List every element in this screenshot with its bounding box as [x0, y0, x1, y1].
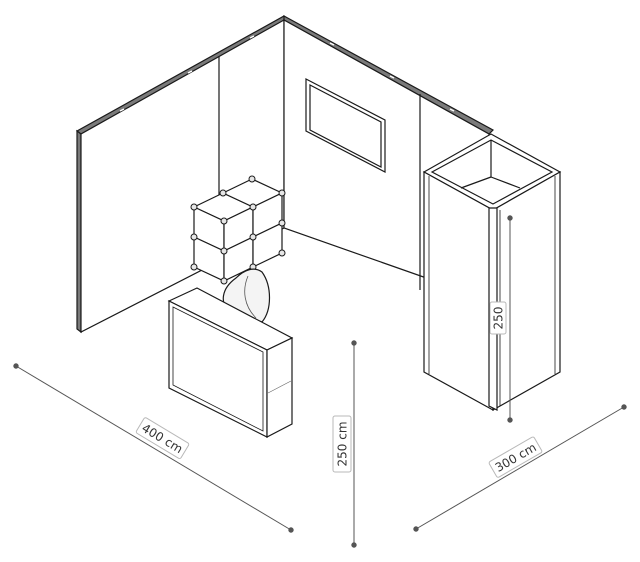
cube-shelf	[190, 175, 286, 285]
cabin-right-face	[492, 170, 561, 412]
depth-label-group: 300 cm	[488, 436, 543, 478]
height-label-group: 250 cm	[332, 415, 352, 473]
dimension-cabin-height	[507, 215, 513, 423]
dimension-depth	[413, 404, 627, 532]
cabin-left-face	[423, 170, 494, 412]
counter-front-inset	[172, 306, 264, 432]
cabin-height-label: 250	[492, 307, 506, 330]
height-label: 250 cm	[336, 421, 350, 466]
cube-shelf-nodes	[190, 175, 286, 285]
wall-screen-panel	[309, 84, 382, 168]
storage-cabin	[422, 133, 562, 412]
cabin-height-label-group: 250	[489, 301, 507, 335]
wall-screen	[305, 78, 386, 173]
counter-side	[266, 337, 293, 438]
dimension-width	[13, 363, 294, 533]
cabin-top-opening	[430, 139, 554, 205]
wall-top-connectors	[119, 35, 455, 112]
counter	[167, 287, 294, 438]
dimension-height	[351, 340, 357, 548]
